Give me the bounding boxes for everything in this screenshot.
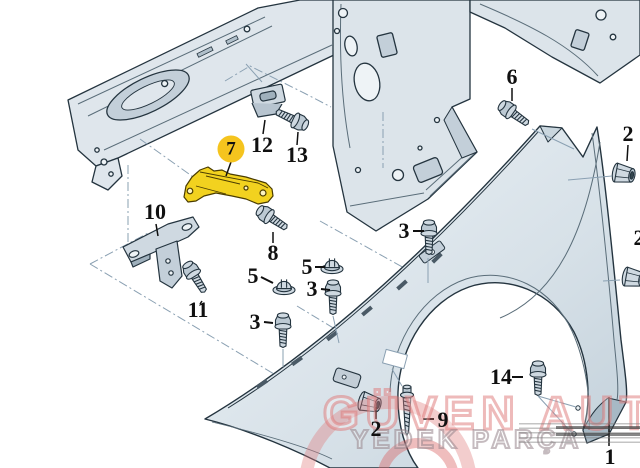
bolt-8 — [252, 201, 292, 236]
screw-9 — [399, 384, 415, 436]
bracket-part-7-highlighted[interactable] — [183, 166, 274, 205]
bolt-3-middle — [324, 279, 342, 316]
part-callout-9[interactable]: 9 — [437, 407, 449, 432]
bolt-3-bottom — [274, 312, 292, 349]
part-callout-5[interactable]: 5 — [301, 254, 313, 279]
part-callout-1[interactable]: 1 — [604, 444, 616, 468]
part-callout-10[interactable]: 10 — [144, 199, 166, 224]
bolt-11 — [178, 257, 212, 297]
nut-2-lower-right — [620, 266, 640, 290]
part-callout-3[interactable]: 3 — [398, 218, 410, 243]
fender-rail-slots — [255, 252, 443, 390]
part-callout-6[interactable]: 6 — [506, 64, 518, 89]
part-callout-8[interactable]: 8 — [267, 240, 279, 265]
clip-part-12 — [250, 83, 286, 118]
body-structure — [67, 0, 640, 232]
nut-2-upper-right — [610, 162, 638, 186]
part-callout-14[interactable]: 14 — [490, 364, 512, 389]
part-callout-3[interactable]: 3 — [306, 276, 318, 301]
fender-part-1 — [204, 125, 628, 468]
part-callout-13[interactable]: 13 — [286, 142, 308, 167]
part-callout-12[interactable]: 12 — [251, 132, 273, 157]
part-callout-3[interactable]: 3 — [249, 309, 261, 334]
bolt-6 — [494, 96, 534, 132]
bolt-14 — [529, 360, 547, 397]
part-callout-2[interactable]: 2 — [622, 121, 634, 146]
leader-lines-black — [155, 88, 629, 446]
part-callout-7[interactable]: 7 — [217, 135, 245, 163]
part-callout-2[interactable]: 2 — [633, 225, 640, 250]
fender-edge-bracket — [332, 367, 362, 389]
bracket-part-10 — [122, 216, 200, 289]
part-callout-2[interactable]: 2 — [370, 416, 382, 441]
nut-5-left — [272, 278, 296, 296]
part-callout-11[interactable]: 11 — [187, 297, 209, 322]
part-callout-5[interactable]: 5 — [247, 263, 259, 288]
